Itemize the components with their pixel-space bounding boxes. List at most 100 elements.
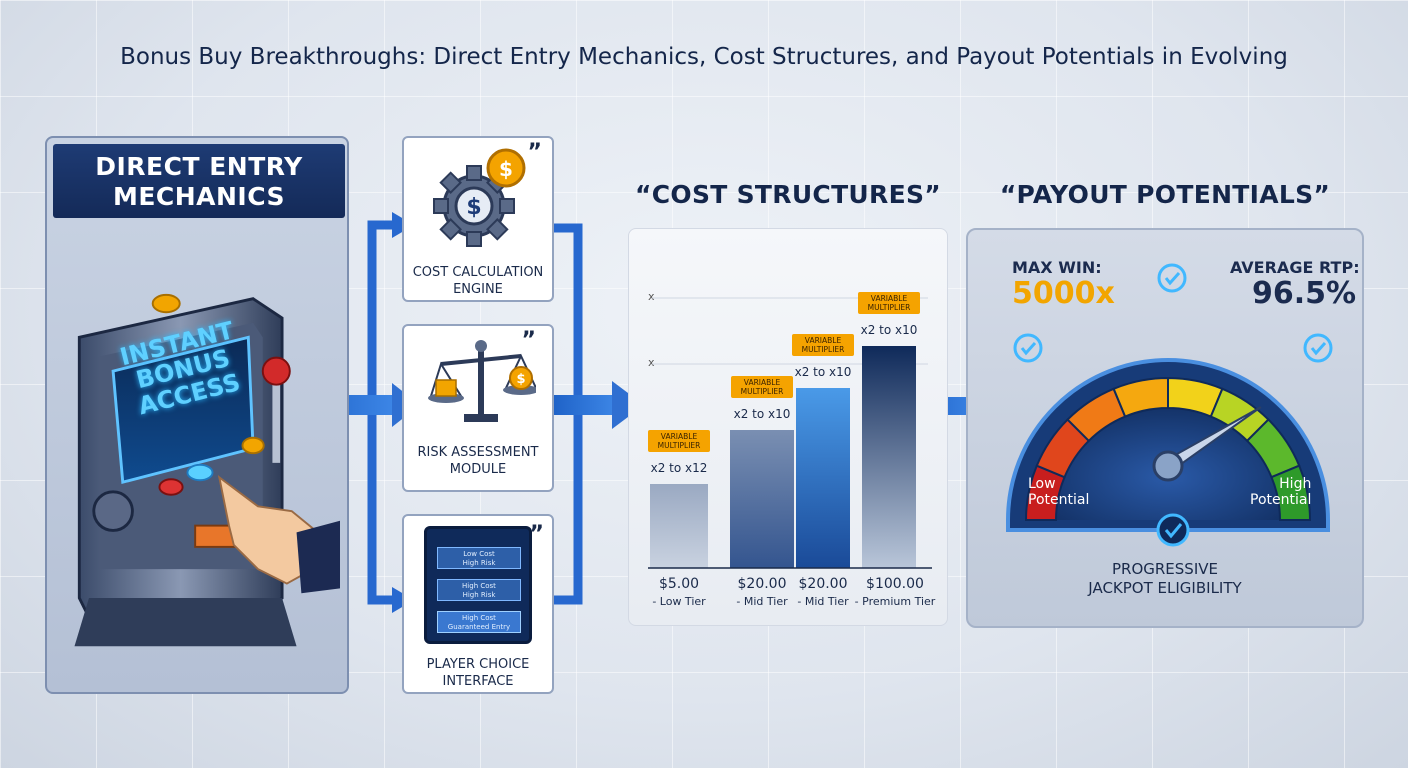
cost-engine-label-line-1: COST CALCULATION [412,265,544,280]
machine-lever [272,375,281,463]
jackpot-eligibility: PROGRESSIVE JACKPOT ELIGIBILITY [968,560,1362,598]
low-label-line-1: Low [1028,476,1056,492]
axis-mark: x [648,290,655,303]
connector-left-bracket [349,220,395,410]
choice-option-line-1: High Cost [462,614,496,622]
multiplier-badge [648,430,710,452]
cost-structures-title: “COST STRUCTURES” [635,180,941,209]
payout-potentials-title: “PAYOUT POTENTIALS” [999,180,1331,209]
player-choice-label-line-1: PLAYER CHOICE [426,657,530,672]
quote-mark: ” [527,140,542,165]
machine-dial [92,490,134,532]
jackpot-line-2: JACKPOT ELIGIBILITY [1088,579,1242,597]
check-icon [1303,333,1333,363]
badge-text: MULTIPLIER [658,441,701,450]
payout-potentials-panel: MAX WIN: 5000x AVERAGE RTP: 96.5% Low Po… [966,228,1364,628]
coin-icon [151,293,181,314]
check-icon [1156,513,1190,547]
choice-option[interactable]: High Cost High Risk [437,579,521,601]
page-title: Bonus Buy Breakthroughs: Direct Entry Me… [120,44,1288,70]
risk-module-label-line-2: MODULE [449,462,507,477]
multiplier-label: x2 to x10 [861,323,918,337]
choice-option-line-2: Guaranteed Entry [447,623,511,631]
multiplier-label: x2 to x12 [651,461,708,475]
multiplier-badge [731,376,793,398]
player-choice-interface-box: Low Cost High Risk High Cost High Risk H… [402,514,554,694]
choice-option-line-1: High Cost [462,582,496,590]
choice-option[interactable]: Low Cost High Risk [437,547,521,569]
cost-bar [650,484,708,568]
price-label: $20.00 [738,576,787,592]
risk-module-label-line-1: RISK ASSESSMENT [417,445,539,460]
jackpot-line-1: PROGRESSIVE [1111,560,1218,578]
connector-left-lower [367,405,395,605]
svg-text:$: $ [516,372,525,387]
red-button [158,478,184,496]
high-label-line-2: Potential [1250,492,1312,508]
gauge-segment [1270,464,1312,521]
price-label: $20.00 [799,576,848,592]
cost-calculation-engine-box: $ $ ” COST CALCULATION ENGINE [402,136,554,302]
badge-text: MULTIPLIER [802,345,845,354]
cost-bar [862,346,916,568]
blue-button [186,463,214,482]
multiplier-badge [858,292,920,314]
arrow-shaft-cost [554,395,616,415]
tablet-icon: Low Cost High Risk High Cost High Risk H… [424,526,532,644]
multiplier-badge [792,334,854,356]
risk-module-label: RISK ASSESSMENT MODULE [404,444,552,478]
svg-text:$: $ [499,157,513,181]
choice-option-line-1: Low Cost [463,550,495,558]
max-win-label: MAX WIN: [1012,258,1102,277]
scale-icon: $ [428,340,536,422]
multiplier-label: x2 to x10 [734,407,791,421]
payout-gauge [1006,263,1333,547]
choice-option-line-2: High Risk [462,559,496,567]
suit-sleeve [296,520,340,594]
badge-text: MULTIPLIER [741,387,784,396]
cost-bar [730,430,794,568]
rtp-label: AVERAGE RTP: [1230,258,1360,277]
gauge-hub [1152,450,1184,482]
price-label: $5.00 [659,576,699,592]
svg-text:$: $ [466,195,481,220]
low-label-line-2: Potential [1028,492,1090,508]
header-line-2: MECHANICS [112,182,286,211]
header-line-1: DIRECT ENTRY [95,152,303,181]
price-label: $100.00 [866,576,924,592]
badge-text: MULTIPLIER [868,303,911,312]
player-choice-label: PLAYER CHOICE INTERFACE [404,656,552,690]
rtp-value: 96.5% [1252,276,1357,311]
high-potential-label: High Potential [1250,476,1311,508]
pointing-hand-icon [217,475,314,585]
badge-text: VARIABLE [805,336,842,345]
max-win-value: 5000x [1012,276,1115,311]
quote-mark: ” [521,328,536,353]
cost-bar [796,388,850,568]
player-choice-label-line-2: INTERFACE [442,674,514,689]
risk-assessment-module-box: $ ” RISK ASSESSMENT MODULE [402,324,554,492]
badge-text: VARIABLE [661,432,698,441]
check-icon [1157,263,1187,293]
tier-label: - Premium Tier [855,595,936,608]
choice-option[interactable]: High Cost Guaranteed Entry [437,611,521,633]
axis-mark: x [648,356,655,369]
cost-engine-label: COST CALCULATION ENGINE [404,264,552,298]
tier-label: - Mid Tier [736,595,788,608]
badge-text: VARIABLE [744,378,781,387]
quote-mark: ” [529,522,544,547]
low-potential-label: Low Potential [1028,476,1089,508]
gear-dollar-icon: $ $ [433,148,526,247]
tier-label: - Low Tier [652,595,706,608]
orange-button [241,436,265,455]
multiplier-label: x2 to x10 [795,365,852,379]
lever-knob [261,356,291,386]
machine-base [74,598,297,647]
tier-label: - Mid Tier [797,595,849,608]
slot-machine-illustration [74,293,340,647]
cost-engine-label-line-2: ENGINE [453,282,503,297]
high-label-line-1: High [1279,476,1312,492]
choice-option-line-2: High Risk [462,591,496,599]
direct-entry-header: DIRECT ENTRY MECHANICS [53,144,345,218]
